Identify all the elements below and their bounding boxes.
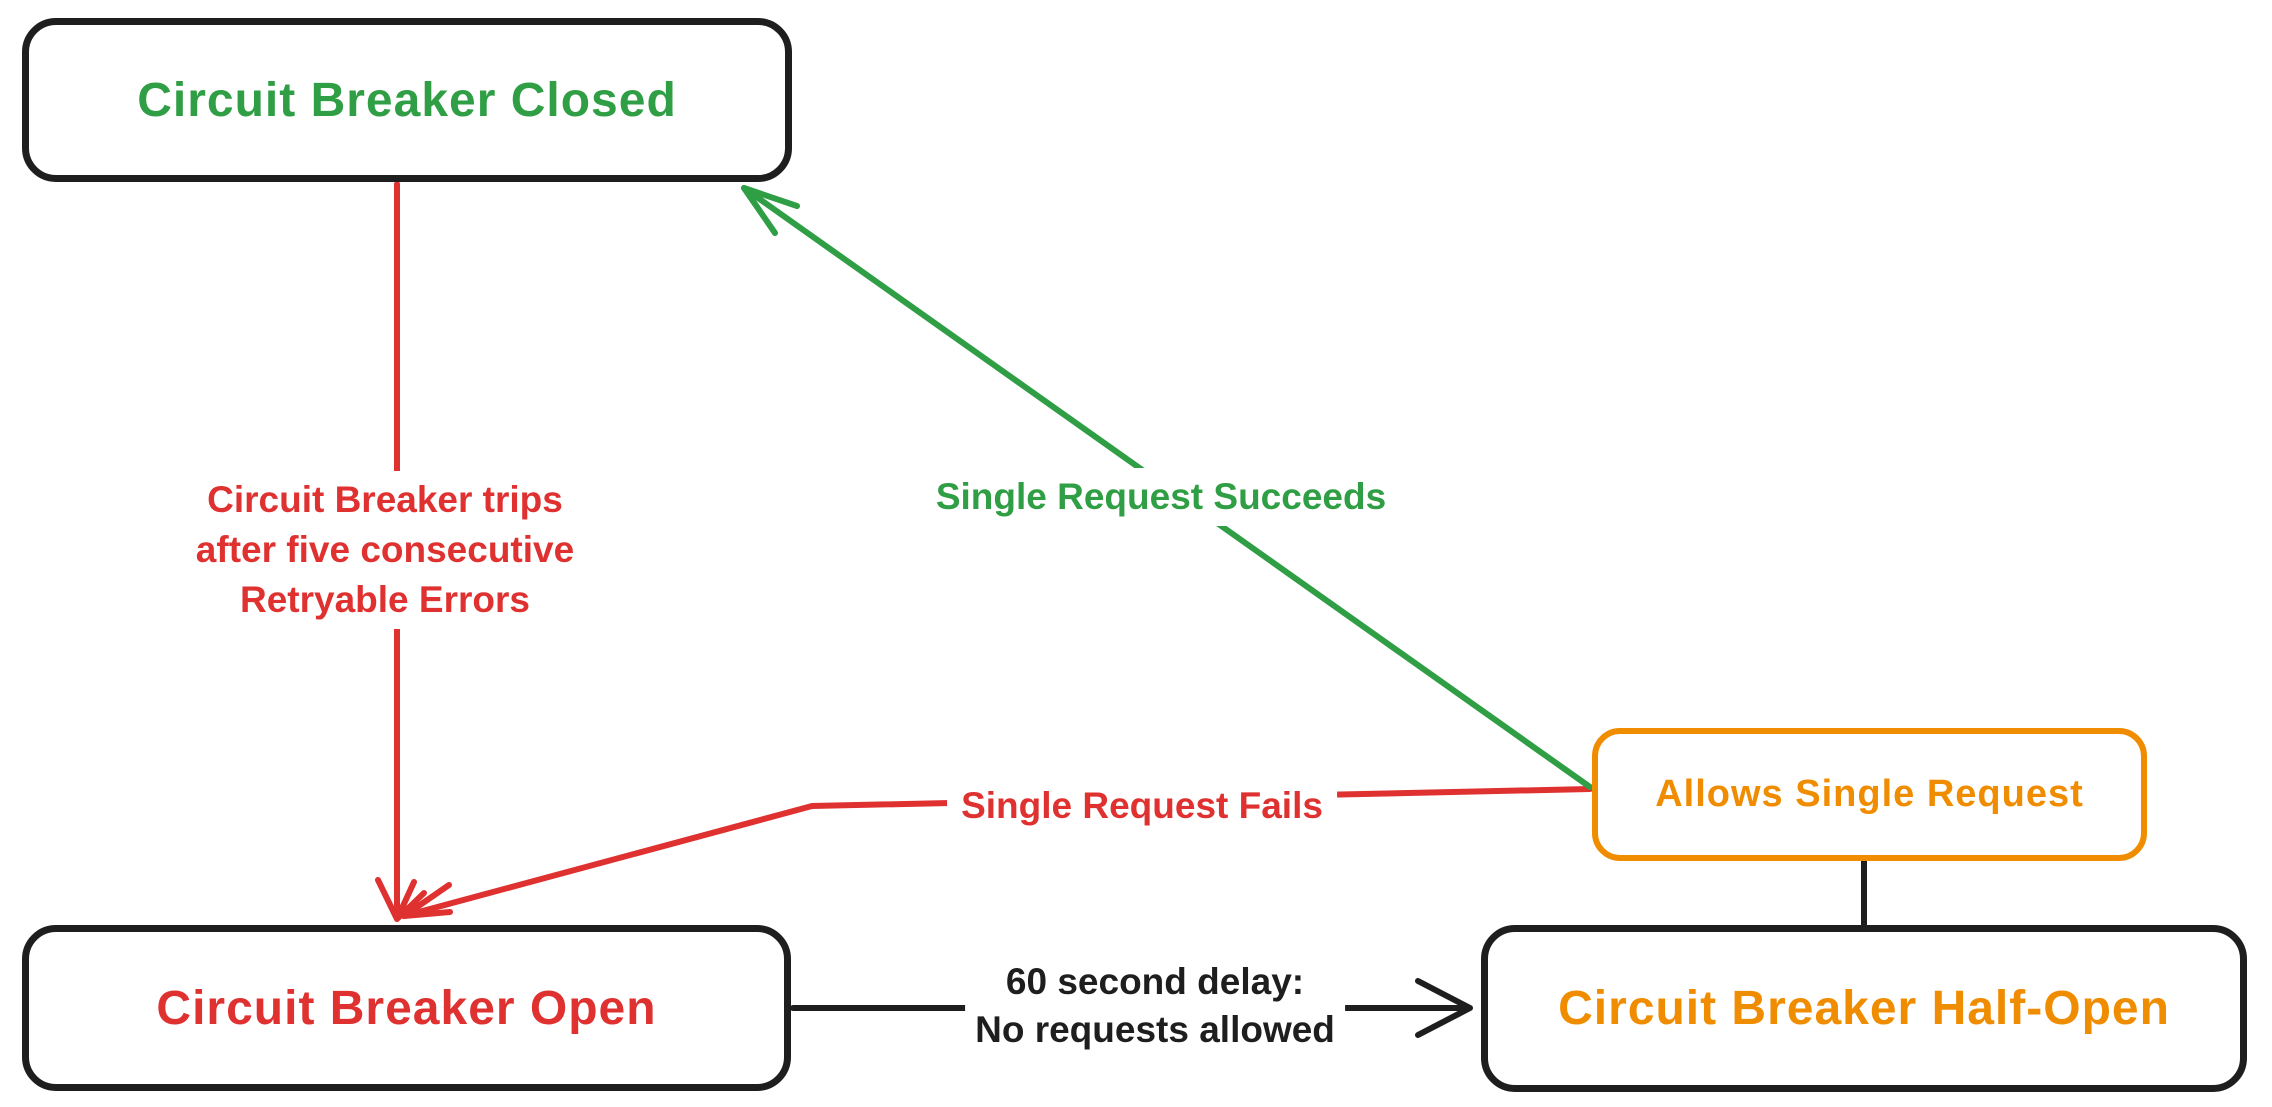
state-halfopen-box: Circuit Breaker Half-Open <box>1481 925 2247 1092</box>
edge-trip-label-line1: Circuit Breaker trips <box>207 479 563 520</box>
arrowhead-right-icon <box>1415 978 1473 1038</box>
allows-single-request-label: Allows Single Request <box>1655 773 2084 815</box>
state-closed-box: Circuit Breaker Closed <box>22 18 792 182</box>
state-open-label: Circuit Breaker Open <box>156 981 657 1035</box>
edge-trip-label: Circuit Breaker trips after five consecu… <box>185 471 585 629</box>
edge-delay-label-line1: 60 second delay: <box>1005 961 1305 1002</box>
edge-trip-label-line3: Retryable Errors <box>240 579 530 620</box>
state-closed-label: Circuit Breaker Closed <box>137 73 677 127</box>
edge-fail-label: Single Request Fails <box>947 781 1337 831</box>
allows-single-request-box: Allows Single Request <box>1592 728 2147 861</box>
edge-trip-label-line2: after five consecutive <box>195 529 575 570</box>
state-halfopen-label: Circuit Breaker Half-Open <box>1558 982 2170 1035</box>
arrowhead-downleft-icon <box>401 882 453 919</box>
edge-succeed-label: Single Request Succeeds <box>925 468 1397 526</box>
state-open-box: Circuit Breaker Open <box>22 925 791 1091</box>
edge-delay-label-line2: No requests allowed <box>975 1009 1335 1050</box>
edge-delay-label: 60 second delay: No requests allowed <box>965 954 1345 1058</box>
arrowhead-upleft-icon <box>741 185 800 236</box>
